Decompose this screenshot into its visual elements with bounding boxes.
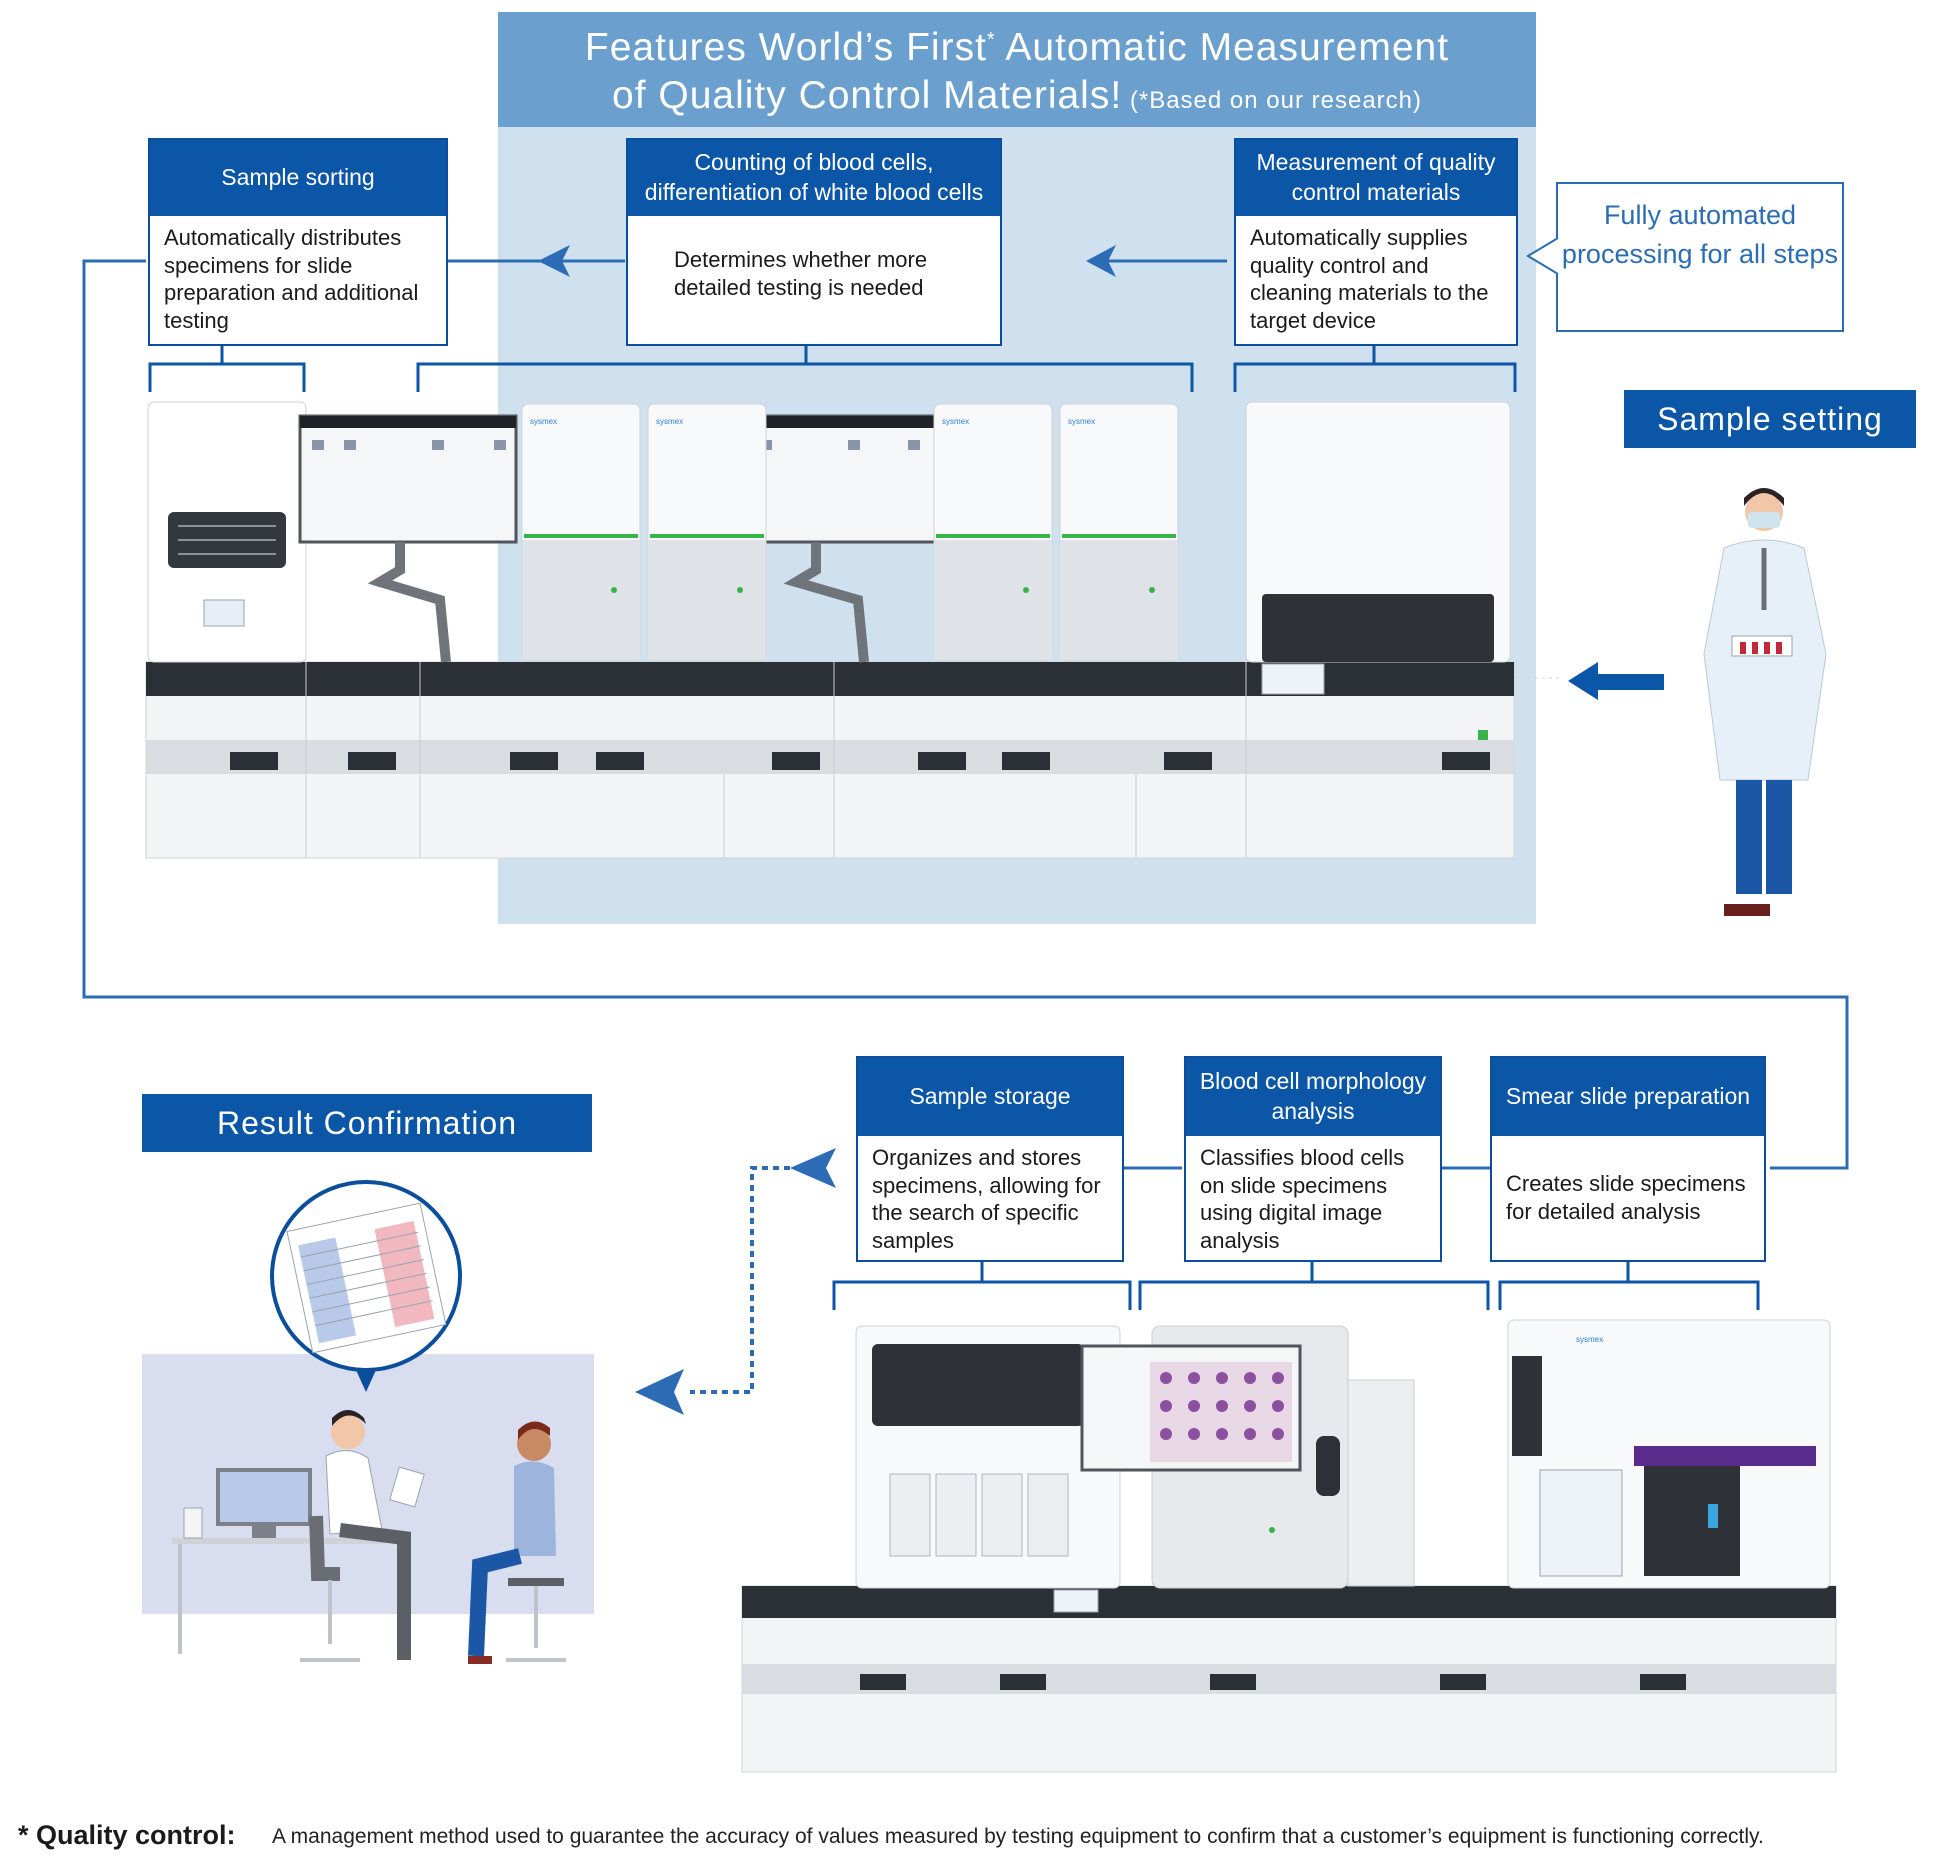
callout-pointer <box>1526 237 1559 275</box>
step-counting-desc: Determines whether more detailed testing… <box>674 247 928 300</box>
step-morphology-analysis-desc: Classifies blood cells on slide specimen… <box>1200 1145 1405 1253</box>
step-qc-measurement: Measurement of quality control materials… <box>1234 138 1518 346</box>
result-confirmation-scene <box>142 1180 594 1664</box>
step-sample-sorting: Sample sorting Automatically distributes… <box>148 138 448 346</box>
fully-automated-callout: Fully automated processing for all steps <box>1556 182 1844 332</box>
svg-text:sysmex: sysmex <box>530 417 557 426</box>
arrowhead-counting-to-sorting <box>538 245 570 277</box>
step-sample-storage-title: Sample storage <box>858 1058 1122 1136</box>
svg-text:sysmex: sysmex <box>1576 1335 1603 1344</box>
arrowhead-qc-to-counting <box>1086 245 1116 277</box>
sample-setting-banner: Sample setting <box>1624 390 1916 448</box>
header-title-note: (*Based on our research) <box>1122 87 1422 114</box>
header-title-line2: of Quality Control Materials! (*Based on… <box>612 74 1422 117</box>
step-counting-title: Counting of blood cells, differentiation… <box>628 140 1000 216</box>
sample-setting-arrow <box>1568 662 1664 700</box>
step-qc-measurement-desc: Automatically supplies quality control a… <box>1250 225 1489 333</box>
bottom-instrument-line: sysmex <box>741 1319 1837 1773</box>
step-sample-storage-desc: Organizes and stores specimens, allowing… <box>872 1145 1101 1253</box>
technician-figure <box>1703 488 1827 916</box>
svg-text:sysmex: sysmex <box>942 417 969 426</box>
step-sample-sorting-title: Sample sorting <box>150 140 446 216</box>
svg-text:sysmex: sysmex <box>1068 417 1095 426</box>
step-smear-preparation-desc: Creates slide specimens for detailed ana… <box>1506 1171 1746 1224</box>
top-instrument-line: sysmex sysmex sysmex sysmex <box>145 401 1560 859</box>
svg-text:sysmex: sysmex <box>656 417 683 426</box>
step-sample-sorting-desc: Automatically distributes specimens for … <box>164 225 419 333</box>
step-smear-preparation-title: Smear slide preparation <box>1492 1058 1764 1136</box>
result-confirmation-banner: Result Confirmation <box>142 1094 592 1152</box>
step-counting: Counting of blood cells, differentiation… <box>626 138 1002 346</box>
arrowhead-to-results <box>635 1369 684 1415</box>
step-morphology-analysis: Blood cell morphology analysis Classifie… <box>1184 1056 1442 1262</box>
flow-line-loop <box>82 259 1849 1170</box>
footer-text: A management method used to guarantee th… <box>272 1825 1764 1848</box>
footer-label: * Quality control: <box>18 1820 236 1850</box>
header-title-line1: Features World’s First* Automatic Measur… <box>584 26 1450 69</box>
arrowhead-to-storage-queue <box>790 1148 836 1188</box>
step-morphology-analysis-title: Blood cell morphology analysis <box>1186 1058 1440 1136</box>
qc-header: Features World’s First* Automatic Measur… <box>498 12 1536 127</box>
step-qc-measurement-title: Measurement of quality control materials <box>1236 140 1516 216</box>
dotted-path-to-results <box>690 1166 790 1394</box>
step-sample-storage: Sample storage Organizes and stores spec… <box>856 1056 1124 1262</box>
step-smear-preparation: Smear slide preparation Creates slide sp… <box>1490 1056 1766 1262</box>
